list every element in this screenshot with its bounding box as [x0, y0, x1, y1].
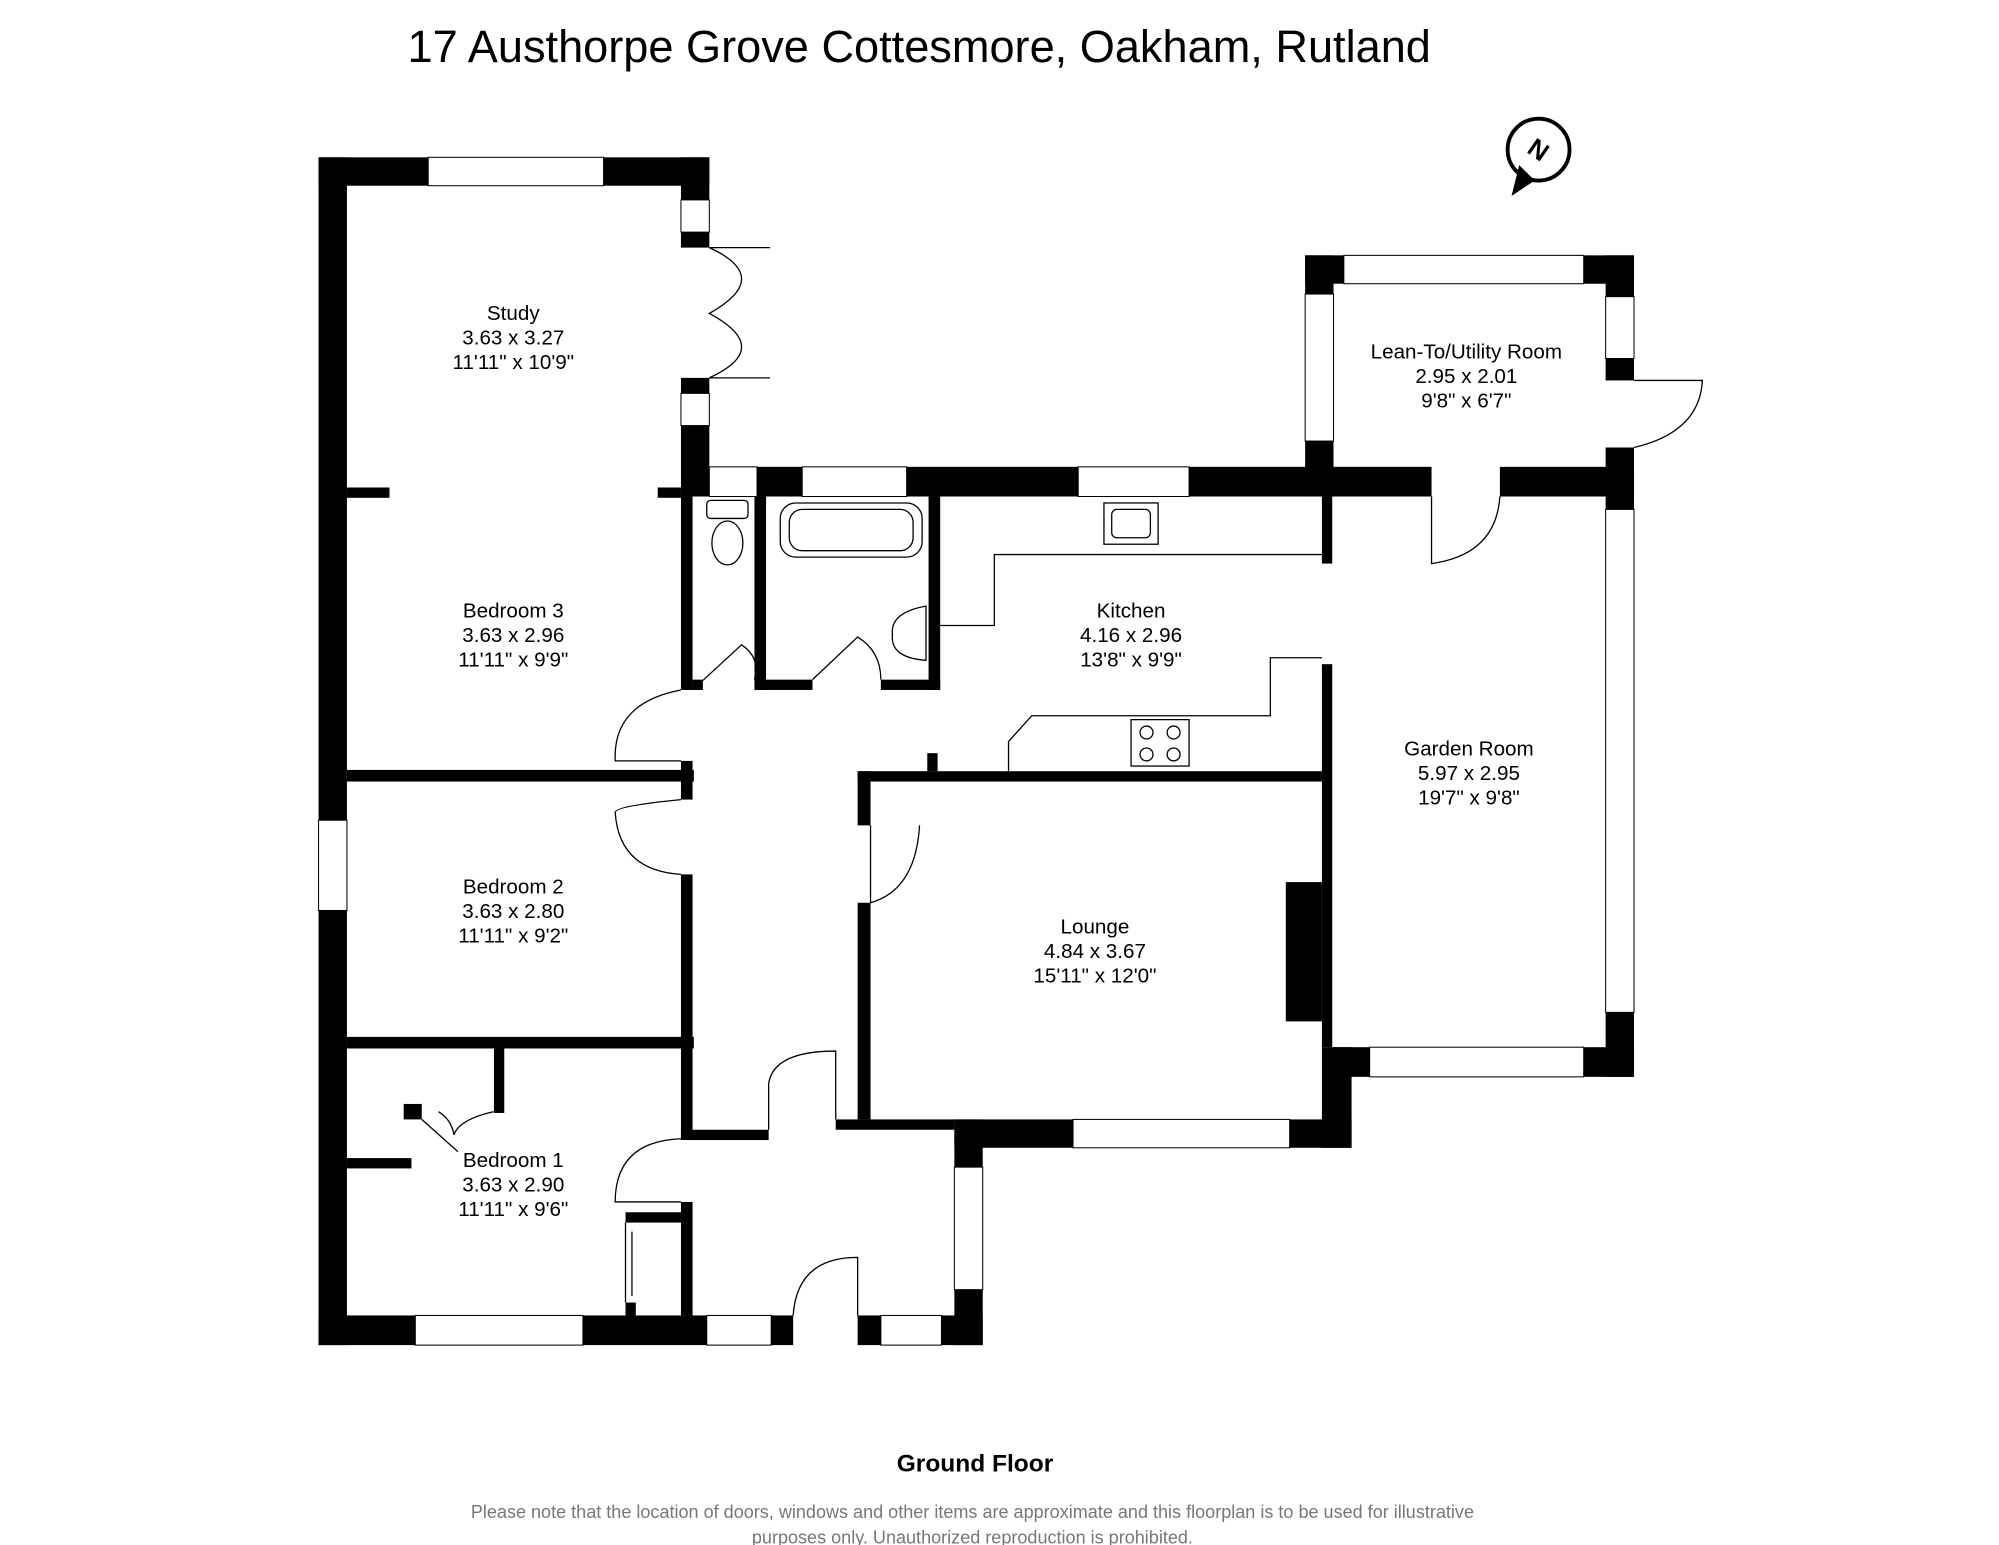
svg-text:3.63 x 2.96: 3.63 x 2.96: [462, 624, 564, 647]
svg-text:11'11" x 9'9": 11'11" x 9'9": [458, 649, 568, 672]
svg-text:Study: Study: [487, 302, 540, 325]
svg-text:2.95 x 2.01: 2.95 x 2.01: [1415, 365, 1517, 388]
svg-text:19'7" x 9'8": 19'7" x 9'8": [1418, 787, 1520, 810]
svg-text:Bedroom 2: Bedroom 2: [463, 876, 564, 899]
disclaimer-line-2: purposes only. Unauthorized reproduction…: [752, 1528, 1193, 1545]
svg-text:Lean-To/Utility Room: Lean-To/Utility Room: [1371, 341, 1562, 364]
svg-text:15'11" x 12'0": 15'11" x 12'0": [1033, 965, 1156, 988]
page-title: 17 Austhorpe Grove Cottesmore, Oakham, R…: [408, 21, 1431, 72]
svg-text:4.16 x 2.96: 4.16 x 2.96: [1080, 624, 1182, 647]
disclaimer-line-1: Please note that the location of doors, …: [471, 1502, 1474, 1522]
svg-text:Lounge: Lounge: [1061, 916, 1130, 939]
svg-text:5.97 x 2.95: 5.97 x 2.95: [1418, 762, 1520, 785]
svg-text:4.84 x 3.67: 4.84 x 3.67: [1044, 940, 1146, 963]
svg-text:3.63 x 3.27: 3.63 x 3.27: [462, 326, 564, 349]
svg-text:13'8" x 9'9": 13'8" x 9'9": [1080, 649, 1182, 672]
svg-text:11'11" x 10'9": 11'11" x 10'9": [453, 351, 575, 374]
svg-text:Bedroom 3: Bedroom 3: [463, 600, 564, 623]
compass-north-label: N: [1522, 134, 1553, 168]
fixtures: [421, 246, 1704, 1316]
svg-text:Bedroom 1: Bedroom 1: [463, 1149, 564, 1172]
compass-icon: N: [1505, 116, 1572, 197]
svg-text:3.63 x 2.90: 3.63 x 2.90: [462, 1174, 564, 1197]
walls: [318, 156, 1635, 1346]
svg-text:11'11" x 9'6": 11'11" x 9'6": [458, 1198, 568, 1221]
svg-text:11'11" x 9'2": 11'11" x 9'2": [458, 925, 568, 948]
svg-text:3.63 x 2.80: 3.63 x 2.80: [462, 900, 564, 923]
floor-label: Ground Floor: [897, 1450, 1054, 1477]
svg-text:Garden Room: Garden Room: [1404, 738, 1534, 761]
svg-text:9'8" x 6'7": 9'8" x 6'7": [1421, 390, 1511, 413]
svg-text:Kitchen: Kitchen: [1097, 600, 1166, 623]
